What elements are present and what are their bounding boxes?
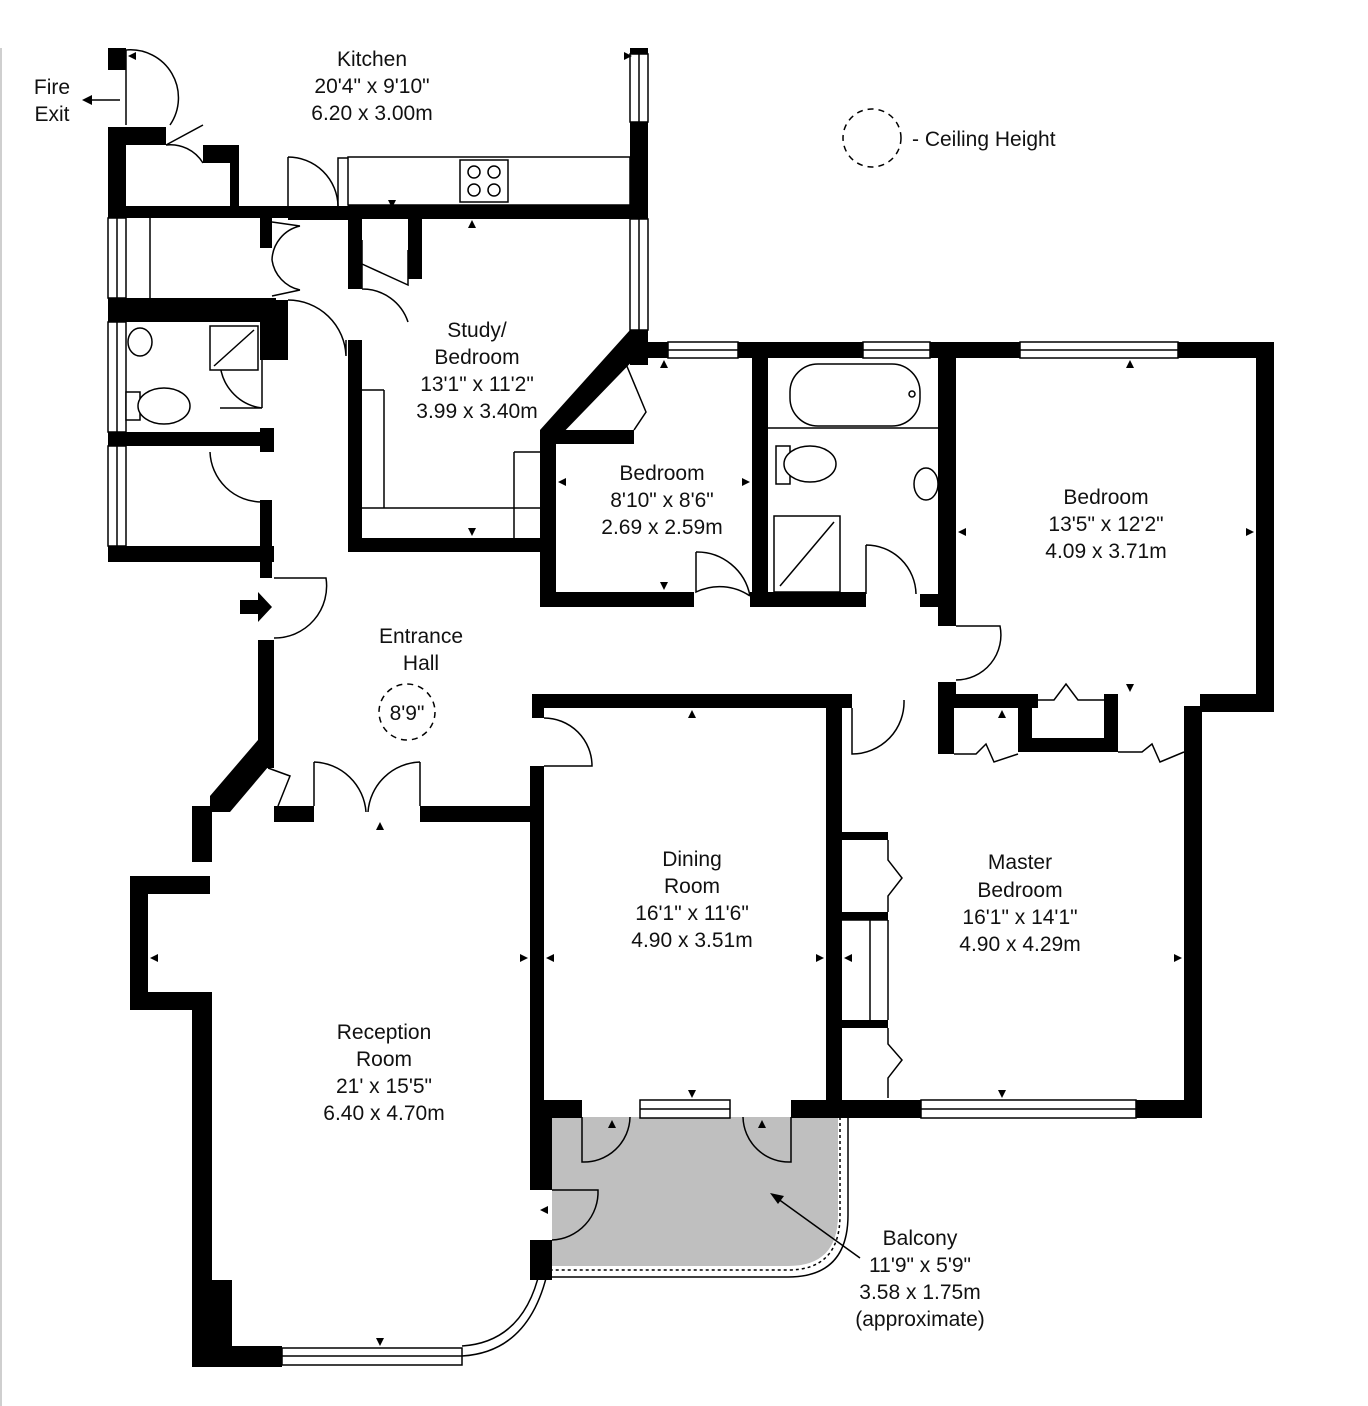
entrance-hall-line2: Hall (403, 652, 439, 675)
study-metric: 3.99 x 3.40m (416, 400, 537, 423)
entrance-hall-line1: Entrance (379, 625, 463, 648)
fire-exit-line1: Fire (34, 76, 70, 99)
reception-metric: 6.40 x 4.70m (323, 1102, 444, 1125)
fixtures (125, 156, 939, 1020)
master-line2: Bedroom (977, 879, 1062, 902)
master-metric: 4.90 x 4.29m (959, 933, 1080, 956)
fire-exit-arrow (82, 95, 120, 105)
dining-metric: 4.90 x 3.51m (631, 929, 752, 952)
ceiling-height-legend-text: - Ceiling Height (912, 128, 1056, 151)
ceiling-height-marker (378, 683, 436, 741)
bedroom-small-metric: 2.69 x 2.59m (601, 516, 722, 539)
bedroom-small-name: Bedroom (619, 462, 704, 485)
study-imperial: 13'1" x 11'2" (420, 373, 534, 396)
study-line1: Study/ (447, 319, 507, 342)
bedroom-right-metric: 4.09 x 3.71m (1045, 540, 1166, 563)
balcony-imperial: 11'9" x 5'9" (869, 1254, 971, 1277)
toilet-icon (783, 445, 837, 483)
fire-exit-line2: Exit (34, 103, 69, 126)
dining-line2: Room (664, 875, 720, 898)
hob-icon (459, 159, 509, 203)
balcony-pointer (770, 1193, 861, 1259)
balcony-railing (552, 1117, 841, 1271)
bedroom-small-imperial: 8'10" x 8'6" (610, 489, 714, 512)
balcony-area (552, 1117, 838, 1266)
toilet-icon (137, 387, 191, 425)
walls (108, 48, 1274, 1367)
bath-icon (789, 363, 921, 427)
hall-ceiling-height: 8'9" (390, 702, 425, 725)
reception-line1: Reception (337, 1021, 432, 1044)
master-imperial: 16'1" x 14'1" (962, 906, 1077, 929)
bedroom-right-imperial: 13'5" x 12'2" (1048, 513, 1163, 536)
room-labels: Kitchen 20'4" x 9'10" 6.20 x 3.00m Fire … (34, 48, 1167, 1331)
windows (107, 53, 1179, 1366)
dining-line1: Dining (662, 848, 722, 871)
sink-icon (913, 467, 939, 501)
kitchen-metric: 6.20 x 3.00m (311, 102, 432, 125)
dining-imperial: 16'1" x 11'6" (635, 902, 749, 925)
measurement-ticks (128, 52, 1254, 1346)
balcony-name: Balcony (883, 1227, 958, 1250)
balcony-note: (approximate) (855, 1308, 985, 1331)
doors (125, 49, 1185, 1241)
reception-line2: Room (356, 1048, 412, 1071)
entrance-arrow-icon (240, 592, 272, 622)
sink-icon (127, 327, 153, 357)
study-line2: Bedroom (434, 346, 519, 369)
reception-imperial: 21' x 15'5" (336, 1075, 432, 1098)
bedroom-right-name: Bedroom (1063, 486, 1148, 509)
master-line1: Master (988, 851, 1052, 874)
balcony-metric: 3.58 x 1.75m (859, 1281, 980, 1304)
kitchen-imperial: 20'4" x 9'10" (314, 75, 429, 98)
ceiling-height-legend-icon (842, 108, 902, 168)
kitchen-name: Kitchen (337, 48, 407, 71)
